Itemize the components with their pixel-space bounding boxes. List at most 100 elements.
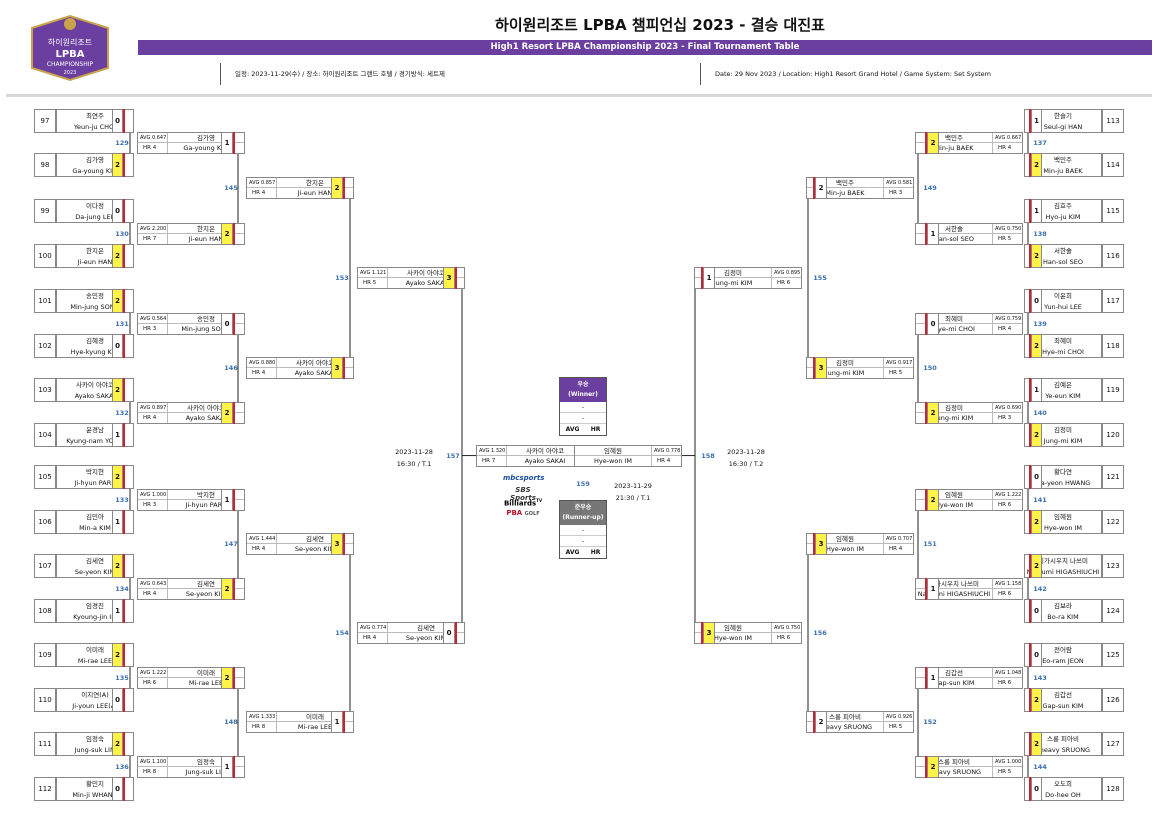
winner-avg: AVG — [565, 426, 580, 433]
match-number: 136 — [115, 762, 129, 771]
player-name-en: Da-yeon HWANG — [1035, 479, 1091, 487]
match-avg: AVG 0.643 — [138, 578, 168, 589]
match-avg: AVG 0.750 — [992, 223, 1022, 234]
logo-sub: LPBA — [55, 49, 84, 60]
match-name-ko: 사카이 아야코 — [277, 358, 353, 368]
match-avg: AVG 0.667 — [992, 133, 1022, 143]
match-number: 155 — [813, 274, 827, 283]
match-hr: HR 5 — [358, 278, 388, 289]
logo-sub2: CHAMPIONSHIP — [47, 61, 94, 68]
match-score: 3 — [701, 622, 715, 644]
match-hr: HR 4 — [247, 368, 277, 378]
match-number: 152 — [923, 718, 937, 726]
match-name-en: Jung-mi KIM — [713, 279, 753, 288]
match-score: 1 — [221, 488, 235, 511]
final-date: 2023-11-29 — [614, 482, 652, 490]
match-avg: AVG 1.000 — [992, 756, 1022, 767]
runner-name-en: - — [560, 536, 606, 547]
match-avg: AVG 0.774 — [358, 623, 388, 633]
player-name-ko: 송민정 — [86, 292, 104, 300]
semi-right-time: 16:30 / T.2 — [728, 460, 764, 468]
match-hr: HR 7 — [477, 455, 507, 466]
match-name-en: Hye-won IM — [713, 634, 753, 642]
player-name-en: Da-jung LEE — [75, 213, 115, 221]
match-hr: HR 6 — [138, 677, 168, 688]
player-score: 1 — [112, 599, 125, 623]
seed-number: 121 — [1102, 465, 1124, 489]
player-score: 2 — [112, 465, 125, 489]
match-hr: HR 4 — [138, 412, 168, 423]
match-hr: HR 3 — [883, 188, 913, 199]
match-hr: HR 6 — [771, 633, 801, 643]
match-name-en: Natsumi HIGASHIUCHI — [917, 589, 991, 598]
player-name-ko: 최혜미 — [1054, 337, 1072, 345]
match-avg: AVG 0.647 — [138, 133, 168, 143]
match-name-ko: 사카이 아야코 — [507, 446, 583, 456]
match-number: 143 — [1033, 673, 1047, 682]
match-avg: AVG 0.750 — [771, 623, 801, 633]
player-name-ko: 이다정 — [86, 202, 104, 210]
player-score: 2 — [112, 732, 125, 756]
match-score: 1 — [701, 267, 715, 290]
match-hr: HR 8 — [138, 766, 168, 777]
player-name-ko: 김가영 — [86, 156, 104, 164]
player-name-en: Min-jung SONG — [70, 303, 120, 311]
player-name-ko: 김보라 — [1054, 602, 1072, 610]
match-score: 2 — [813, 711, 827, 733]
player-score: 1 — [1029, 109, 1042, 133]
player-name-ko: 한슬기 — [1054, 112, 1072, 120]
player-score: 2 — [1029, 688, 1042, 712]
title-band: High1 Resort LPBA Championship 2023 - Fi… — [138, 40, 1152, 55]
match-avg: AVG 2.200 — [138, 223, 168, 234]
runner-title: 준우승 — [574, 504, 592, 511]
match-avg: AVG 1.222 — [992, 489, 1022, 500]
match-name-ko: 김갑선 — [916, 668, 992, 678]
player-name-en: Jung-suk LIM — [74, 746, 116, 754]
player-name-ko: 백민주 — [1054, 156, 1072, 164]
seed-number: 128 — [1102, 777, 1124, 801]
player-score: 1 — [112, 510, 125, 534]
seed-number: 109 — [34, 643, 56, 667]
match-name-ko: 임혜원 — [916, 490, 992, 500]
semi-left-date: 2023-11-28 — [395, 448, 433, 456]
match-name-ko: 백민주 — [916, 133, 992, 143]
player-score: 0 — [1029, 643, 1042, 667]
player-name-ko: 김효주 — [1054, 202, 1072, 210]
runner-hr: HR — [590, 549, 601, 556]
player-name-en: Ji-youn LEE(A) — [72, 702, 118, 710]
match-hr: HR 4 — [138, 143, 168, 153]
match-score: 2 — [221, 666, 235, 689]
match-number: 144 — [1033, 762, 1047, 771]
match-number: 156 — [813, 629, 827, 637]
match-avg: AVG 1.100 — [138, 756, 168, 767]
final-time: 21:30 / T.1 — [615, 494, 651, 502]
final-number: 159 — [576, 480, 590, 488]
match-name-en: Mi-rae LEE — [297, 723, 333, 731]
match-name-ko: 스롱 피아비 — [916, 757, 992, 767]
match-avg: AVG 1.121 — [358, 268, 388, 279]
player-score: 2 — [1029, 423, 1042, 447]
sbs-sports-logo: SBS Sports — [510, 486, 536, 502]
player-score: 2 — [1029, 244, 1042, 268]
player-name-ko: 히가시우치 나쓰미 — [1038, 557, 1088, 565]
match-hr: HR 8 — [247, 722, 277, 732]
match-name-en: Pheavy SRUONG — [926, 767, 982, 776]
winner-header: 우승(Winner) — [560, 378, 606, 402]
match-hr: HR 3 — [138, 323, 168, 334]
match-score: 3 — [813, 357, 827, 379]
player-score: 0 — [1029, 465, 1042, 489]
seed-number: 110 — [34, 688, 56, 712]
match-name-en: Ayako SAKAI — [294, 369, 336, 377]
player-name-en: Ga-young KIM — [72, 167, 118, 175]
player-name-ko: 한지은 — [86, 247, 104, 255]
match-number: 140 — [1033, 408, 1047, 417]
match-score: 2 — [331, 177, 345, 200]
